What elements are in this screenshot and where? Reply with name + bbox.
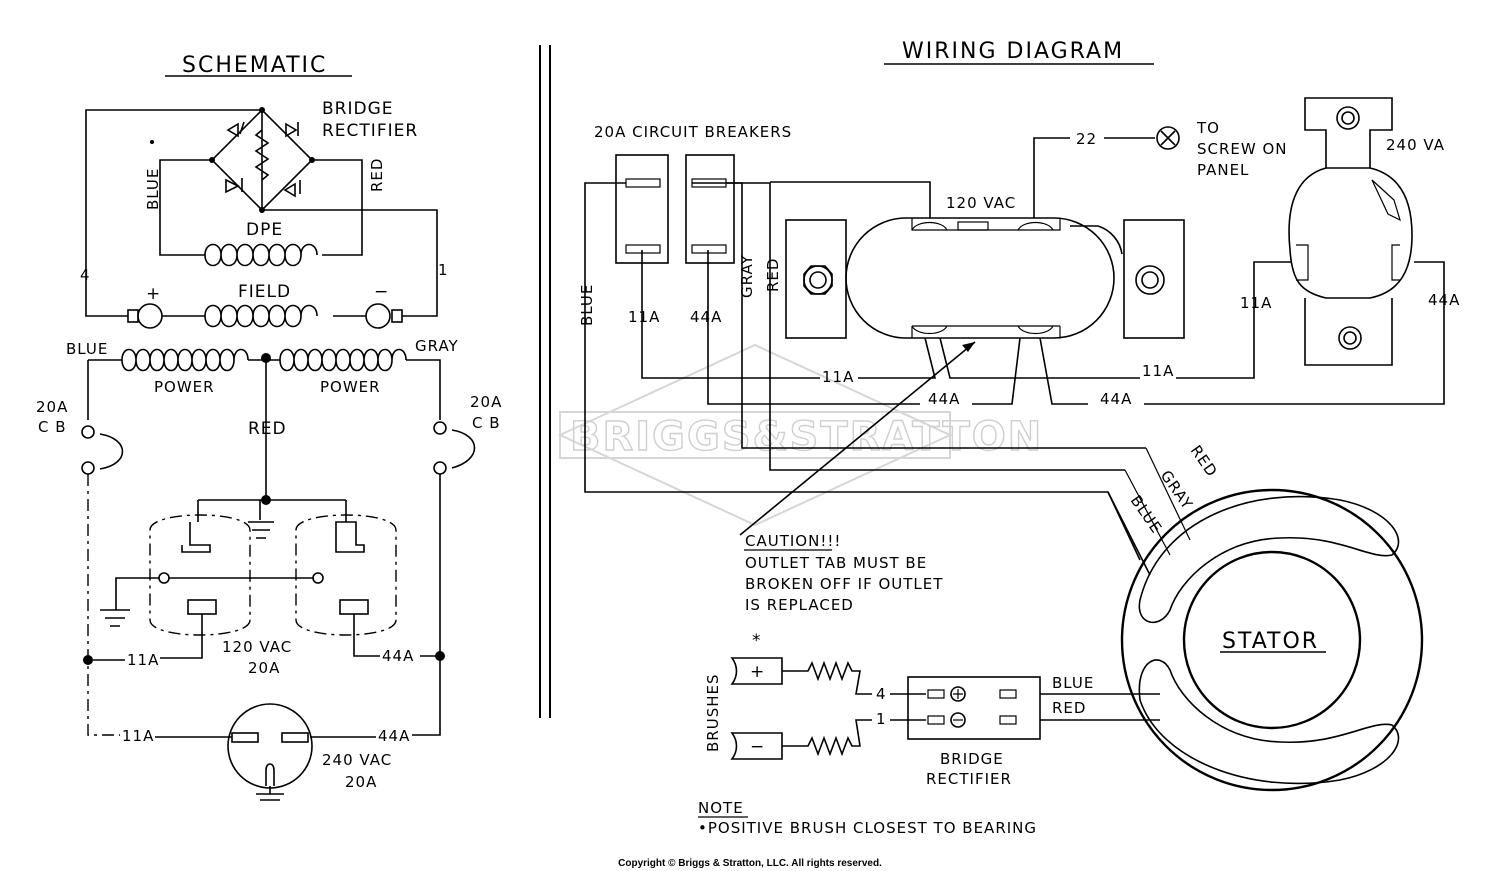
sch-field-minus: − xyxy=(374,282,389,302)
wd-stator-label: STATOR xyxy=(1222,629,1319,654)
watermark-text: BRIGGS&STRATTON xyxy=(570,414,1043,460)
sch-cb-right-1: 20A xyxy=(470,393,502,411)
wd-note-text: •POSITIVE BRUSH CLOSEST TO BEARING xyxy=(698,819,1037,837)
sch-wire-44a-2: 44A xyxy=(378,727,410,745)
sch-cb-right-2: C B xyxy=(472,414,501,432)
wiring-120vac-outlet: 120 VAC xyxy=(785,194,1185,339)
wd-gray-vertical: GRAY xyxy=(738,254,756,298)
sch-field-label: FIELD xyxy=(238,282,291,302)
sch-num-4: 4 xyxy=(80,266,91,284)
sch-cb-left-1: 20A xyxy=(36,398,68,416)
wd-brush-num-1: 1 xyxy=(876,710,887,728)
sch-wire-11a-1: 11A xyxy=(127,651,159,669)
sch-red-vertical: RED xyxy=(368,158,386,192)
wd-note-title: NOTE xyxy=(698,799,744,817)
sch-blue-vertical: BLUE xyxy=(144,168,162,210)
wd-120vac-label: 120 VAC xyxy=(946,194,1016,212)
schematic-120vac-outlet: 120 VAC 20A 11A 44A xyxy=(83,495,445,677)
wd-240vac-label: 240 VA xyxy=(1386,136,1445,154)
wd-brush-minus: − xyxy=(750,737,765,757)
wd-to-screw-2: SCREW ON xyxy=(1197,140,1288,158)
sch-240vac-label: 240 VAC xyxy=(322,751,392,769)
sch-120vac-amp: 20A xyxy=(248,659,280,677)
wd-to-screw-1: TO xyxy=(1196,119,1220,137)
sch-240vac-amp: 20A xyxy=(345,773,377,791)
wiring-caution-note: CAUTION!!! OUTLET TAB MUST BE BROKEN OFF… xyxy=(739,341,976,614)
sch-field-plus: + xyxy=(146,284,161,304)
watermark: BRIGGS&STRATTON xyxy=(557,343,1043,527)
wiring-circuit-breakers: 20A CIRCUIT BREAKERS xyxy=(594,123,792,264)
wd-11a-left: 11A xyxy=(628,308,660,326)
wd-blue-vertical: BLUE xyxy=(578,284,596,326)
wd-bridge-label-1: BRIDGE xyxy=(940,750,1004,768)
wd-caution-4: IS REPLACED xyxy=(745,596,854,614)
wd-rect-red: RED xyxy=(1052,699,1086,717)
sch-120vac-label: 120 VAC xyxy=(222,638,292,656)
schematic-dpe-coil: DPE 4 1 xyxy=(80,220,449,284)
wd-wire-22: 22 xyxy=(1076,130,1097,148)
wd-red-vertical: RED xyxy=(764,258,782,292)
sch-wire-44a-1: 44A xyxy=(382,647,414,665)
wd-brush-plus: + xyxy=(750,662,765,682)
wd-44a-left: 44A xyxy=(690,308,722,326)
sch-wire-11a-2: 11A xyxy=(122,727,154,745)
wd-caution-2: OUTLET TAB MUST BE xyxy=(745,554,927,572)
wd-11a-bus-2: 11A xyxy=(1142,362,1174,380)
schematic-bridge-rectifier: BRIDGE RECTIFIER BLUE RED xyxy=(85,99,438,256)
section-divider xyxy=(539,45,551,718)
sch-bridge-label-1: BRIDGE xyxy=(322,99,394,119)
sch-cb-left-2: C B xyxy=(38,418,67,436)
wd-11a-right: 11A xyxy=(1240,294,1272,312)
wd-11a-bus: 11A xyxy=(822,368,854,386)
breaker-right xyxy=(685,154,735,264)
sch-dpe-label: DPE xyxy=(246,220,283,240)
sch-power-right: POWER xyxy=(320,378,381,396)
wiring-240vac-outlet: 240 VA 11A 44A xyxy=(1240,97,1460,366)
wd-breakers-label: 20A CIRCUIT BREAKERS xyxy=(594,123,792,141)
wd-44a-right: 44A xyxy=(1428,291,1460,309)
sch-blue-label: BLUE xyxy=(66,340,108,358)
wd-rect-blue: BLUE xyxy=(1052,674,1094,692)
sch-power-left: POWER xyxy=(154,378,215,396)
wd-44a-bus-2: 44A xyxy=(1100,390,1132,408)
wd-brushes-label: BRUSHES xyxy=(704,674,722,753)
wiring-wires xyxy=(584,137,1445,576)
wd-bridge-label-2: RECTIFIER xyxy=(926,770,1012,788)
schematic-power-coils: BLUE GRAY POWER POWER RED xyxy=(66,337,459,500)
wd-caution-3: BROKEN OFF IF OUTLET xyxy=(745,575,943,593)
schematic-240vac-outlet: 11A 44A 240 VAC 20A xyxy=(122,703,410,801)
wiring-title: WIRING DIAGRAM xyxy=(902,39,1124,64)
sch-num-1: 1 xyxy=(438,261,449,279)
wd-stator-red: RED xyxy=(1187,442,1222,481)
sch-bridge-label-2: RECTIFIER xyxy=(322,121,418,141)
sch-gray-label: GRAY xyxy=(415,337,459,355)
wiring-panel-screw: TO SCREW ON PANEL xyxy=(1156,119,1288,179)
copyright-footer: Copyright © Briggs & Stratton, LLC. All … xyxy=(618,858,882,869)
wd-stator-gray: GRAY xyxy=(1157,467,1197,513)
wd-stator-blue: BLUE xyxy=(1127,492,1166,537)
wiring-wire-labels: BLUE GRAY RED 11A 44A 11A 11A 44A 44A 22 xyxy=(578,130,1174,408)
wiring-note: NOTE •POSITIVE BRUSH CLOSEST TO BEARING xyxy=(698,799,1037,837)
sch-red-label: RED xyxy=(248,419,287,439)
wiring-bridge-rectifier: BLUE RED BRIDGE RECTIFIER xyxy=(907,674,1160,788)
schematic-field-coil: FIELD + − xyxy=(85,255,438,329)
schematic-title: SCHEMATIC xyxy=(182,53,327,78)
schematic-circuit-breakers: 20A C B 20A C B xyxy=(36,393,502,736)
wd-brush-num-4: 4 xyxy=(876,685,887,703)
wiring-brushes: * BRUSHES + − 4 1 xyxy=(704,631,926,760)
wd-44a-bus: 44A xyxy=(928,390,960,408)
wd-to-screw-3: PANEL xyxy=(1197,161,1249,179)
wd-caution-1: CAUTION!!! xyxy=(745,532,841,550)
wiring-stator: STATOR RED GRAY BLUE xyxy=(1120,442,1424,792)
wd-brush-asterisk: * xyxy=(752,631,762,651)
